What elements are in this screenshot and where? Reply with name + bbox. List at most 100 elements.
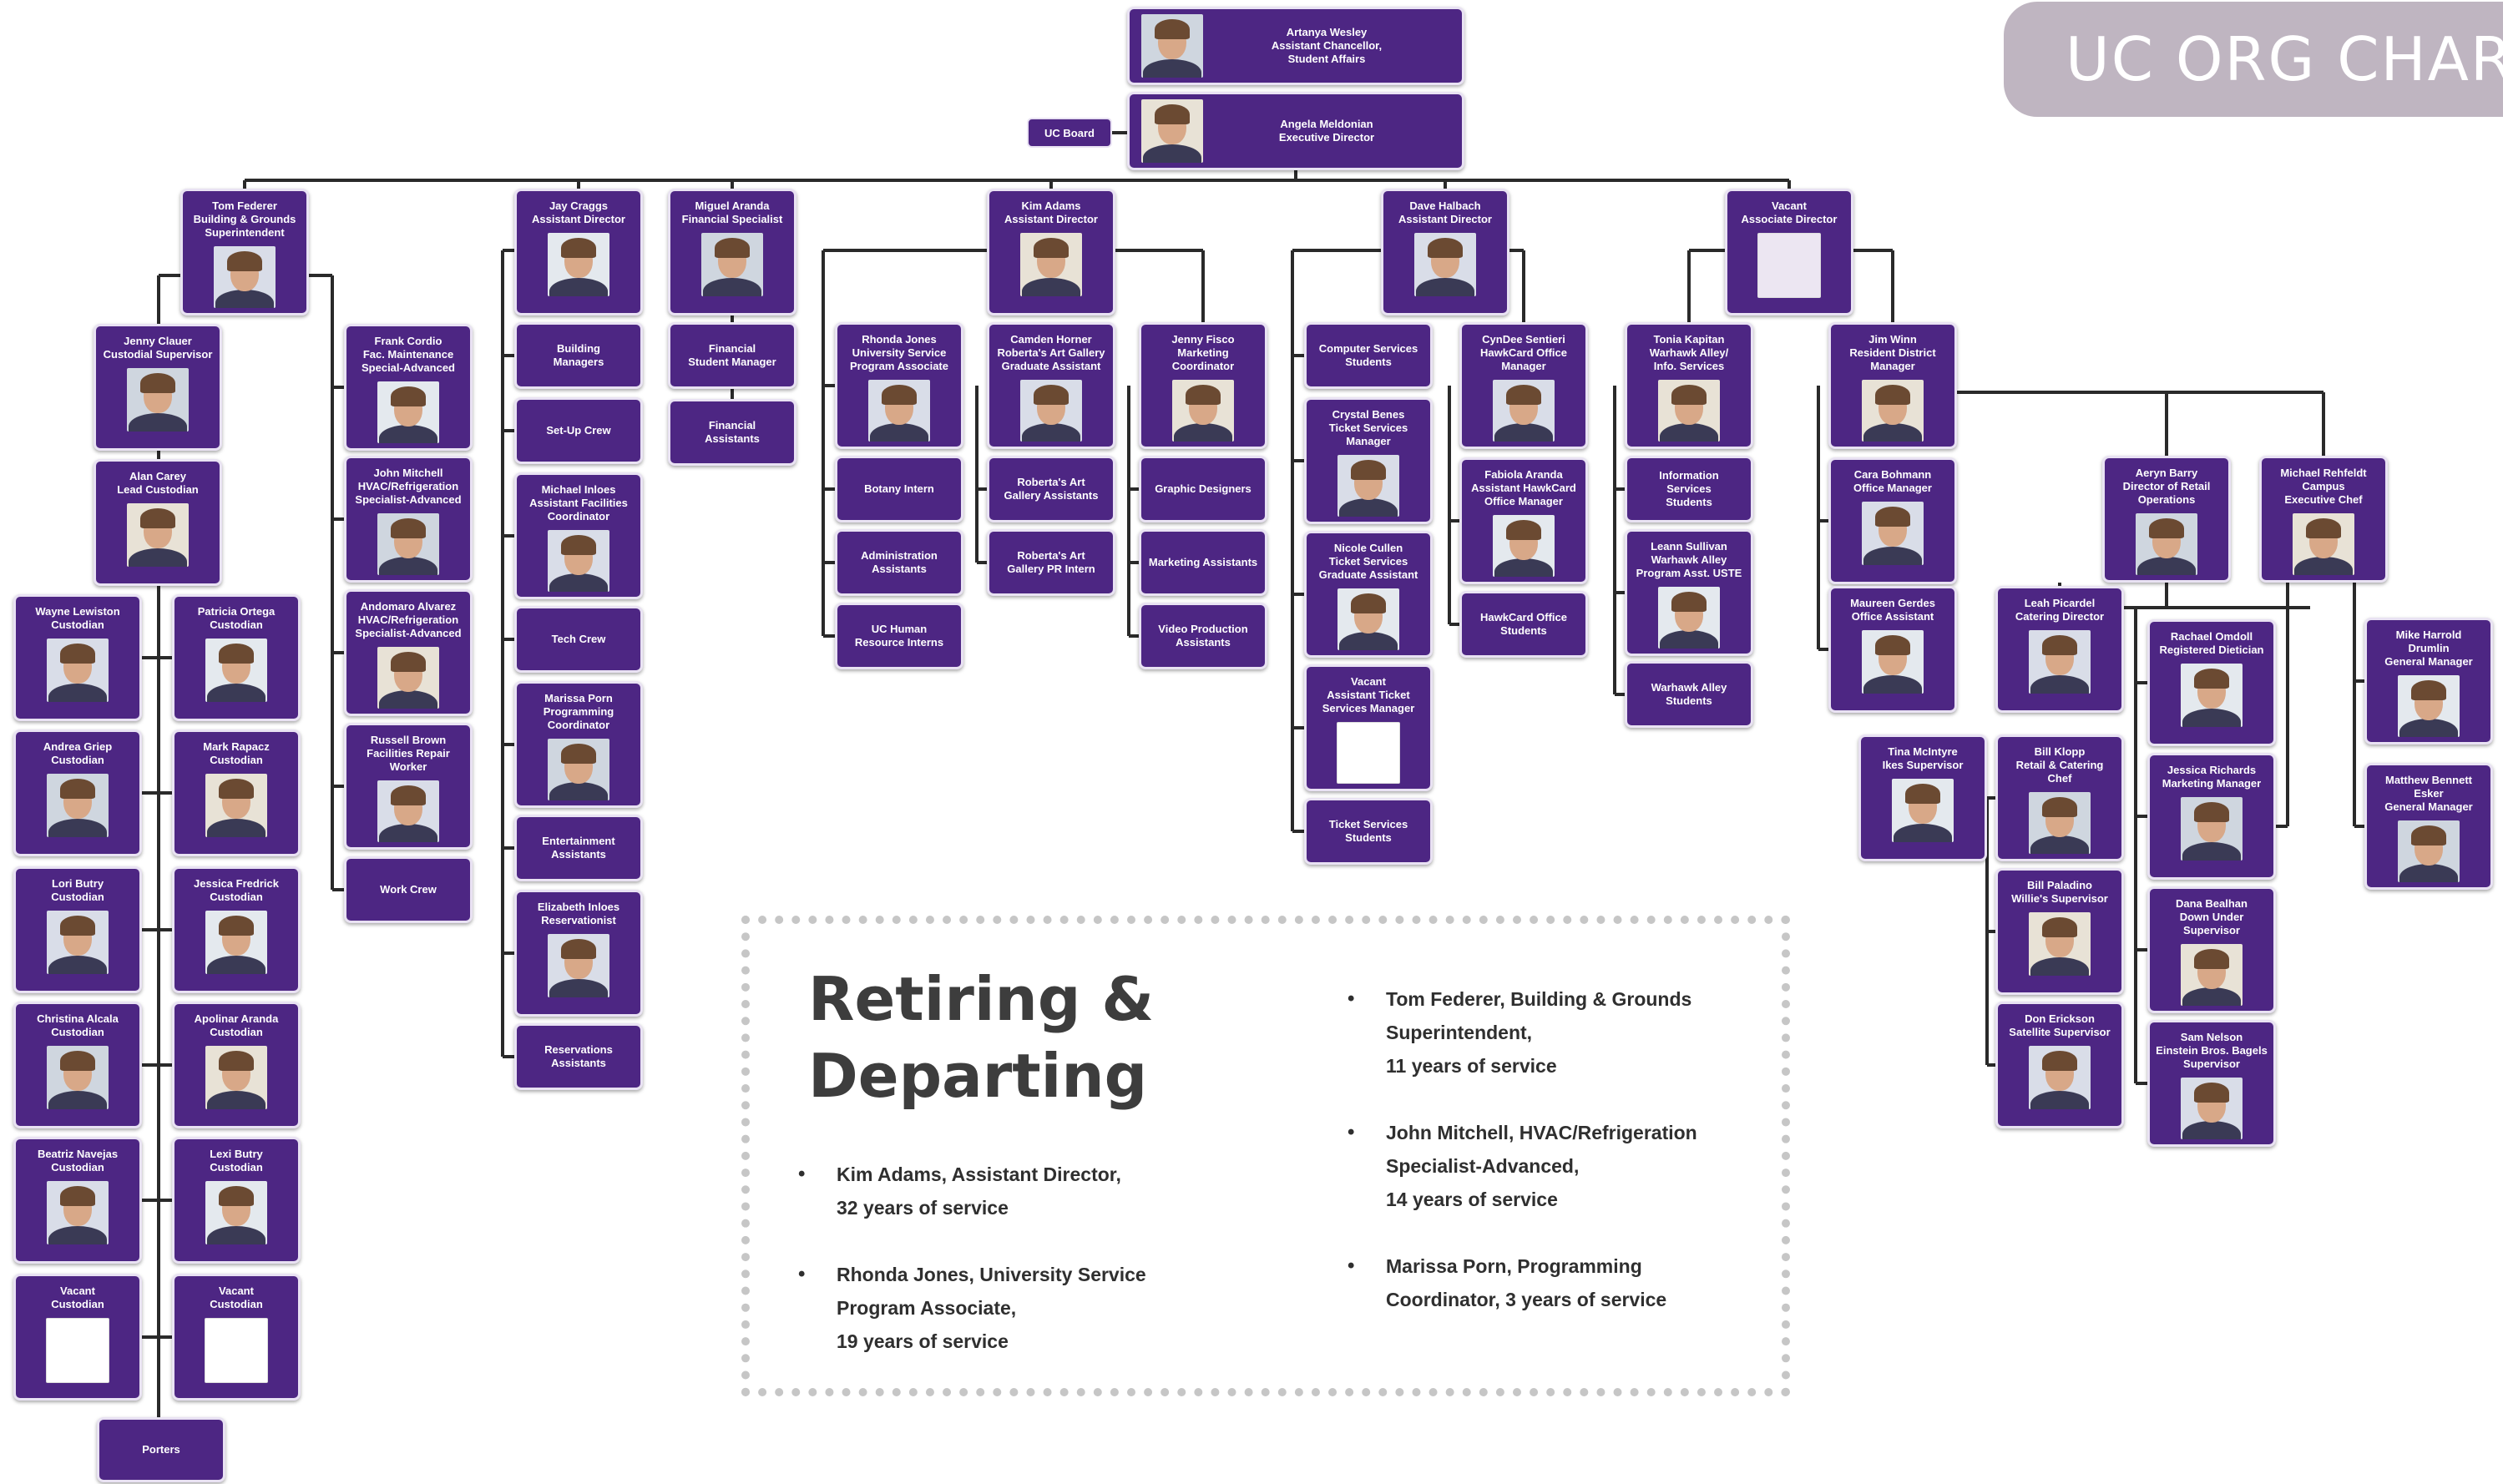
portrait-photo bbox=[2181, 664, 2243, 727]
retiring-item: Marissa Porn, Programming Coordinator, 3… bbox=[1348, 1249, 1782, 1316]
org-box-fin-assist: Financial Assistants bbox=[668, 399, 796, 466]
org-box-label: Financial Student Manager bbox=[688, 342, 776, 368]
vacant-photo-placeholder bbox=[205, 1318, 268, 1383]
portrait-photo bbox=[1172, 380, 1234, 442]
portrait-photo bbox=[1020, 233, 1082, 296]
org-box-michael-i: Michael Inloes Assistant Facilities Coor… bbox=[514, 472, 643, 599]
org-box-graphic: Graphic Designers bbox=[1139, 456, 1267, 522]
org-box-label: Mike Harrold Drumlin General Manager bbox=[2384, 628, 2473, 668]
org-box-label: Reservations Assistants bbox=[544, 1043, 613, 1069]
org-box-label: Maureen Gerdes Office Assistant bbox=[1850, 597, 1935, 623]
org-box-uc-hr: UC Human Resource Interns bbox=[835, 603, 963, 669]
portrait-photo bbox=[1414, 233, 1476, 296]
org-box-wayne: Wayne Lewiston Custodian bbox=[13, 594, 142, 721]
org-box-jay: Jay Craggs Assistant Director bbox=[514, 189, 643, 315]
org-box-label: Don Erickson Satellite Supervisor bbox=[2009, 1012, 2111, 1038]
org-box-label: Alan Carey Lead Custodian bbox=[117, 470, 199, 496]
portrait-photo bbox=[205, 774, 267, 837]
portrait-photo bbox=[1493, 380, 1555, 442]
org-box-frank: Frank Cordio Fac. Maintenance Special-Ad… bbox=[344, 324, 473, 451]
org-box-ticket-students: Ticket Services Students bbox=[1304, 798, 1433, 865]
vacant-photo-placeholder bbox=[46, 1318, 109, 1383]
org-box-label: Tom Federer Building & Grounds Superinte… bbox=[193, 199, 296, 239]
org-box-tina: Tina McIntyre Ikes Supervisor bbox=[1858, 734, 1987, 861]
org-box-label: Lexi Butry Custodian bbox=[210, 1148, 263, 1174]
org-box-label: Porters bbox=[142, 1443, 180, 1456]
org-box-label: Administration Assistants bbox=[861, 549, 938, 575]
org-box-nicole: Nicole Cullen Ticket Services Graduate A… bbox=[1304, 531, 1433, 658]
portrait-photo bbox=[1658, 587, 1720, 649]
portrait-photo bbox=[2029, 792, 2091, 854]
org-box-label: Elizabeth Inloes Reservationist bbox=[537, 901, 620, 926]
portrait-photo bbox=[1020, 380, 1082, 442]
org-box-label: Crystal Benes Ticket Services Manager bbox=[1328, 408, 1408, 447]
org-box-miguel: Miguel Aranda Financial Specialist bbox=[668, 189, 796, 315]
org-box-fabiola: Fabiola Aranda Assistant HawkCard Office… bbox=[1459, 457, 1588, 584]
org-box-vacant-c2: Vacant Custodian bbox=[172, 1274, 301, 1401]
org-box-label: Apolinar Aranda Custodian bbox=[194, 1012, 279, 1038]
retiring-item: Tom Federer, Building & Grounds Superint… bbox=[1348, 982, 1782, 1083]
org-box-russell: Russell Brown Facilities Repair Worker bbox=[344, 723, 473, 850]
portrait-photo bbox=[2029, 1046, 2091, 1109]
org-box-label: Nicole Cullen Ticket Services Graduate A… bbox=[1318, 542, 1418, 581]
portrait-photo bbox=[2398, 675, 2460, 737]
org-box-patricia: Patricia Ortega Custodian bbox=[172, 594, 301, 721]
org-box-label: Kim Adams Assistant Director bbox=[1004, 199, 1098, 225]
org-box-alan: Alan Carey Lead Custodian bbox=[94, 459, 222, 586]
org-box-john-m: John Mitchell HVAC/Refrigeration Special… bbox=[344, 456, 473, 583]
org-box-leah: Leah Picardel Catering Director bbox=[1995, 586, 2124, 713]
org-box-label: Ticket Services Students bbox=[1328, 818, 1408, 844]
org-box-label: Jessica Fredrick Custodian bbox=[194, 877, 279, 903]
org-box-angela: Angela Meldonian Executive Director bbox=[1127, 92, 1464, 170]
org-box-label: Information Services Students bbox=[1659, 469, 1719, 508]
page-title: UC ORG CHAR bbox=[2004, 2, 2503, 117]
org-box-marissa: Marissa Porn Programming Coordinator bbox=[514, 681, 643, 808]
portrait-photo bbox=[377, 647, 439, 709]
org-box-label: Aeryn Barry Director of Retail Operation… bbox=[2122, 467, 2211, 506]
portrait-photo bbox=[2181, 944, 2243, 1006]
portrait-photo bbox=[47, 639, 109, 702]
org-box-fin-student-mgr: Financial Student Manager bbox=[668, 322, 796, 389]
org-box-label: Marissa Porn Programming Coordinator bbox=[543, 692, 614, 731]
org-box-label: Graphic Designers bbox=[1155, 482, 1252, 495]
org-box-label: Building Managers bbox=[553, 342, 604, 368]
org-box-label: Miguel Aranda Financial Specialist bbox=[681, 199, 783, 225]
org-box-dave: Dave Halbach Assistant Director bbox=[1381, 189, 1509, 315]
org-box-warhawk-students: Warhawk Alley Students bbox=[1625, 661, 1753, 728]
portrait-photo bbox=[548, 739, 609, 800]
retiring-departing-panel: Retiring & Departing Kim Adams, Assistan… bbox=[741, 916, 1790, 1396]
org-box-rhonda: Rhonda Jones University Service Program … bbox=[835, 322, 963, 449]
org-box-label: Jenny Clauer Custodial Supervisor bbox=[103, 335, 213, 361]
org-box-label: Tech Crew bbox=[551, 633, 606, 645]
org-box-label: Jim Winn Resident District Manager bbox=[1849, 333, 1936, 372]
org-box-label: Andomaro Alvarez HVAC/Refrigeration Spec… bbox=[355, 600, 462, 639]
org-box-lori: Lori Butry Custodian bbox=[13, 866, 142, 993]
portrait-photo bbox=[1862, 380, 1924, 442]
org-box-label: Fabiola Aranda Assistant HawkCard Office… bbox=[1471, 468, 1576, 507]
org-box-sam: Sam Nelson Einstein Bros. Bagels Supervi… bbox=[2147, 1020, 2276, 1147]
org-box-andomaro: Andomaro Alvarez HVAC/Refrigeration Spec… bbox=[344, 589, 473, 716]
org-box-label: Mark Rapacz Custodian bbox=[203, 740, 270, 766]
org-box-andrea: Andrea Griep Custodian bbox=[13, 729, 142, 856]
org-box-label: Video Production Assistants bbox=[1158, 623, 1248, 649]
org-box-vacant-ad: Vacant Associate Director bbox=[1725, 189, 1853, 315]
org-box-roberta-pr: Roberta's Art Gallery PR Intern bbox=[987, 529, 1115, 596]
portrait-photo bbox=[701, 233, 763, 296]
portrait-photo bbox=[47, 1181, 109, 1244]
portrait-photo bbox=[47, 1046, 109, 1109]
org-box-beatriz: Beatriz Navejas Custodian bbox=[13, 1137, 142, 1264]
org-box-label: Cara Bohmann Office Manager bbox=[1853, 468, 1932, 494]
org-box-jessica-f: Jessica Fredrick Custodian bbox=[172, 866, 301, 993]
org-box-christina: Christina Alcala Custodian bbox=[13, 1002, 142, 1128]
org-box-label: Warhawk Alley Students bbox=[1651, 681, 1727, 707]
vacant-photo-placeholder bbox=[1757, 233, 1821, 298]
portrait-photo bbox=[1141, 99, 1203, 163]
org-box-cara: Cara Bohmann Office Manager bbox=[1828, 457, 1957, 584]
portrait-photo bbox=[548, 530, 609, 592]
org-box-mark: Mark Rapacz Custodian bbox=[172, 729, 301, 856]
org-box-label: Patricia Ortega Custodian bbox=[197, 605, 276, 631]
uc-board-box: UC Board bbox=[1027, 118, 1112, 148]
org-box-tech-crew: Tech Crew bbox=[514, 606, 643, 673]
org-box-matthew: Matthew Bennett Esker General Manager bbox=[2364, 763, 2493, 890]
portrait-photo bbox=[868, 380, 930, 442]
